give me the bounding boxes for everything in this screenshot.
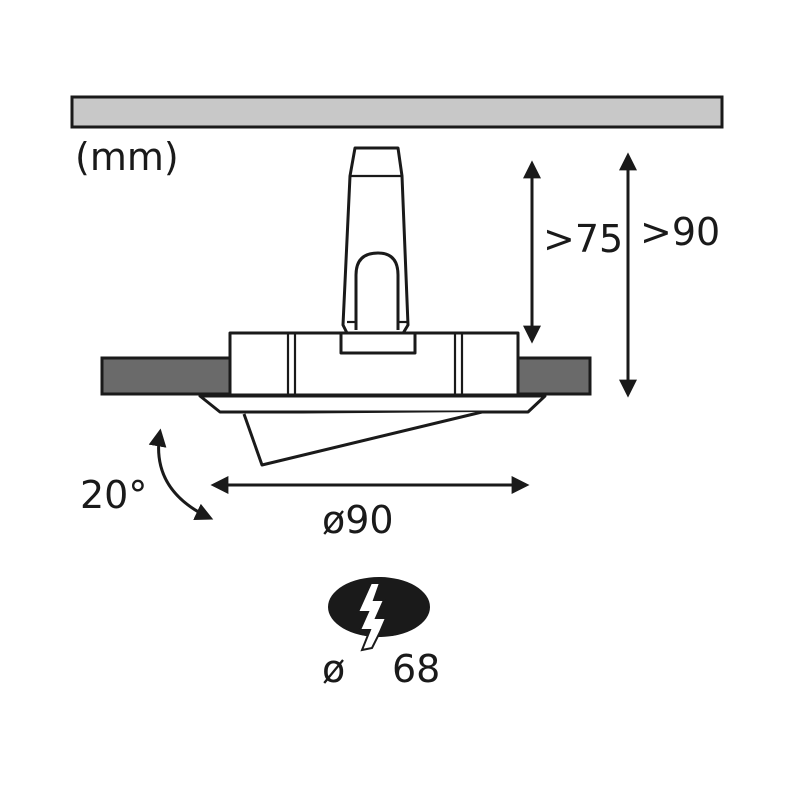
depth-total-label: >90 [640, 210, 720, 254]
tilted-reflector [242, 410, 483, 467]
tilt-label: 20° [80, 473, 147, 517]
curved-arrow-icon [148, 428, 214, 521]
ceiling-board-left [100, 356, 234, 396]
unit-label: (mm) [75, 135, 179, 179]
mounting-clip [341, 146, 410, 337]
lamp-housing [228, 331, 520, 397]
ceiling-bar [70, 95, 724, 129]
ceiling-board-right [514, 356, 592, 396]
diameter-label: ø90 [322, 498, 394, 542]
ceiling-cutout-icon [328, 577, 430, 652]
depth-min-label: >75 [543, 217, 623, 261]
trim-ring [198, 394, 547, 414]
cutout-value: 68 [392, 647, 440, 691]
cutout-symbol: ø [322, 647, 345, 691]
